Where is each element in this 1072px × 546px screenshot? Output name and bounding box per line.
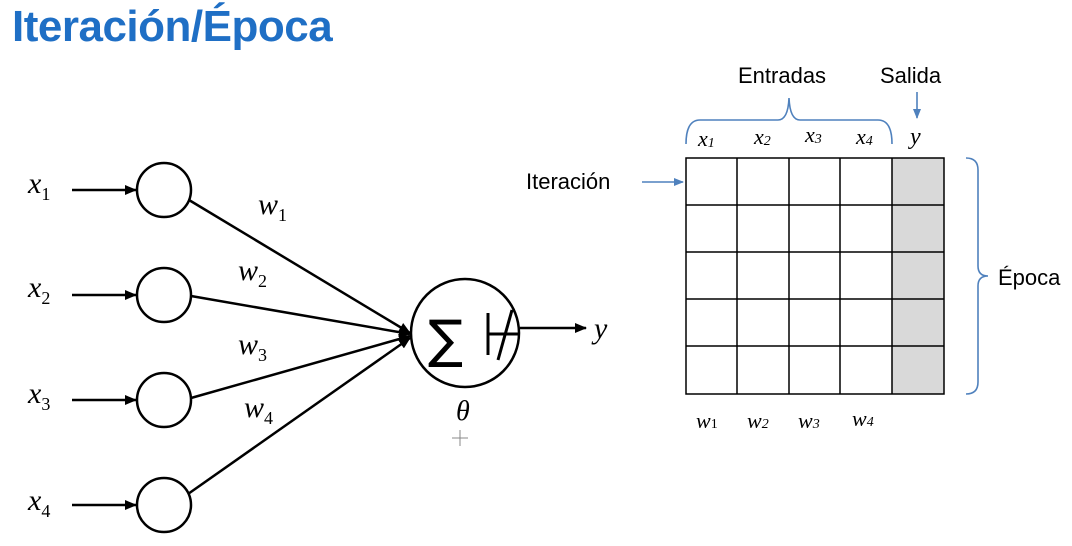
weight-label-1: w1: [258, 188, 287, 225]
input-2: x2: [27, 266, 193, 324]
footer-w3: w3: [798, 408, 820, 433]
input-2-label: x2: [27, 271, 50, 308]
input-3: x3: [27, 371, 193, 429]
input-1: x1: [27, 161, 193, 219]
input-node-4: [135, 476, 193, 534]
weight-edge-1: [188, 198, 411, 335]
weight-label-3: w3: [238, 328, 267, 365]
epoca-label: Época: [998, 265, 1061, 290]
entradas-brace: [685, 97, 893, 145]
weight-edge-3: [190, 334, 411, 400]
page-title: Iteración/Época: [12, 2, 333, 51]
footer-w2: w2: [747, 408, 769, 433]
input-3-label: x3: [27, 377, 50, 414]
input-node-2: [135, 266, 193, 324]
output-column-shading: [892, 158, 944, 394]
input-4: x4: [27, 476, 193, 534]
weight-label-4: w4: [244, 391, 273, 428]
perceptron: x1 x2 x3 x4: [27, 161, 608, 534]
input-1-label: x1: [27, 167, 50, 204]
step-function-icon: [486, 309, 520, 361]
weight-edge-4: [187, 336, 411, 496]
col-header-x1: x1: [697, 126, 715, 151]
footer-w4: w4: [852, 406, 874, 431]
crosshair-cursor-icon: [452, 430, 468, 446]
input-node-3: [135, 371, 193, 429]
entradas-label: Entradas: [738, 63, 826, 88]
input-node-1: [135, 161, 193, 219]
summation-node: ∑: [409, 277, 521, 389]
threshold-label: θ: [456, 396, 470, 427]
weight-label-2: w2: [238, 254, 267, 291]
col-header-x2: x2: [753, 124, 771, 149]
col-header-x4: x4: [855, 124, 873, 149]
iteracion-label: Iteración: [526, 169, 610, 194]
output-label: y: [591, 312, 608, 345]
input-4-label: x4: [27, 484, 50, 521]
col-header-x3: x3: [804, 122, 822, 147]
footer-w1: w1: [696, 408, 718, 433]
epoca-brace: [965, 157, 989, 395]
table-grid: [685, 157, 945, 395]
sum-symbol: ∑: [428, 310, 463, 370]
epoch-table-diagram: Entradas Salida x1 x2 x3 x4 y Iteración: [526, 63, 1061, 433]
weight-edge-2: [190, 294, 411, 338]
col-header-y: y: [908, 124, 921, 150]
salida-label: Salida: [880, 63, 942, 88]
